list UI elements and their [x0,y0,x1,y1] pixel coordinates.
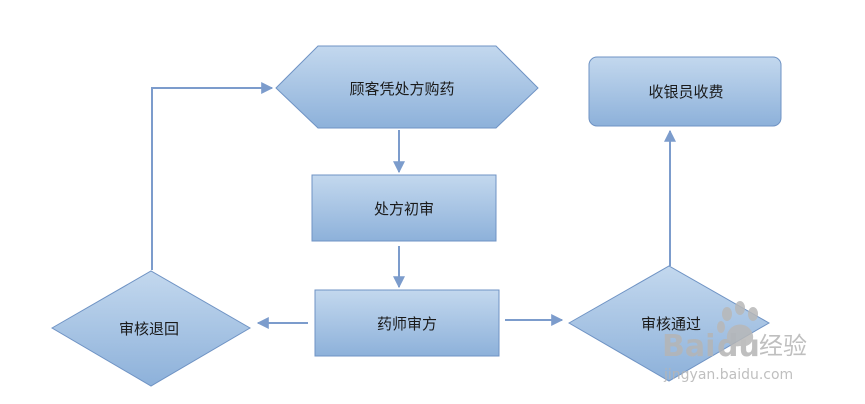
node-rejected-shape [51,270,251,387]
node-approved-shape [567,265,771,382]
watermark-brand-suffix: du [717,329,760,364]
node-pharmacist-review: 药师审方 [314,289,500,357]
node-rejected-label: 审核退回 [119,320,179,338]
node-cashier-shape [588,56,782,127]
watermark-cn-text: 经验 [759,332,807,360]
node-initial-review-shape [311,174,497,242]
watermark-brand: Bai [662,329,715,364]
paw-icon [717,301,758,347]
node-pharmacist-review-shape [314,289,500,357]
edge-rejected-to-customer [151,82,274,270]
node-cashier-label: 收银员收费 [648,83,723,101]
node-initial-review: 处方初审 [311,174,497,242]
node-approved: 审核通过 [567,265,771,382]
node-cashier: 收银员收费 [588,56,782,127]
node-pharmacist-review-label: 药师审方 [377,315,437,333]
watermark-url: jingyan.baidu.com [663,367,793,383]
node-customer: 顾客凭处方购药 [275,45,539,129]
node-customer-label: 顾客凭处方购药 [349,80,454,98]
node-approved-label: 审核通过 [641,315,701,333]
connectors [151,82,676,329]
node-initial-review-label: 处方初审 [374,200,434,218]
baidu-watermark: Bai du 经验 jingyan.baidu.com [662,301,807,383]
node-rejected: 审核退回 [51,270,251,387]
node-customer-shape [275,45,539,129]
